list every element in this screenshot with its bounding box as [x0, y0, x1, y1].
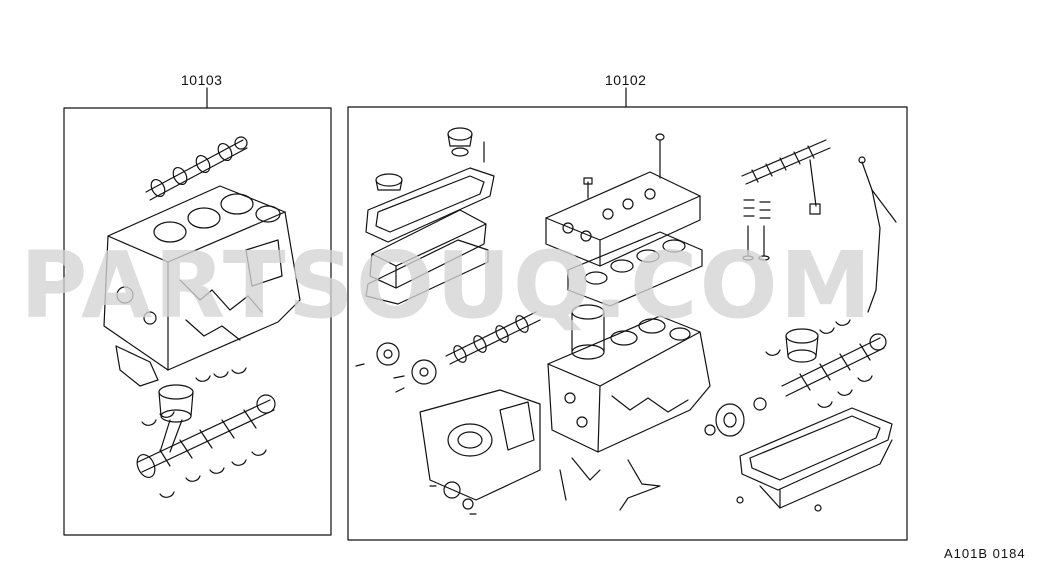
dipstick — [858, 156, 897, 313]
cylinder-liner — [571, 304, 605, 360]
camshaft-right — [445, 311, 541, 365]
crankshaft-left — [136, 394, 276, 478]
timing-cover — [419, 389, 541, 510]
head-gasket — [567, 231, 703, 307]
crank-pulley — [704, 397, 767, 437]
cylinder-block-left — [103, 185, 301, 387]
drawing-code: A101B 0184 — [944, 546, 1026, 561]
oil-pan — [736, 407, 893, 512]
piston-left — [158, 384, 194, 453]
cylinder-head — [545, 133, 701, 267]
valve-cover-gasket — [365, 167, 495, 243]
part-number-right-assembly[interactable]: 10102 — [605, 72, 647, 88]
left-assembly-frame — [63, 107, 332, 536]
right-assembly-frame — [347, 106, 908, 541]
bearings-left — [141, 367, 267, 498]
small-parts-bottom — [429, 457, 661, 515]
valves-springs — [742, 199, 771, 261]
camshaft-left — [145, 136, 248, 201]
rocker-arms — [741, 139, 831, 215]
valve-cover — [365, 209, 489, 305]
cylinder-block-right — [547, 315, 711, 453]
part-number-left-assembly[interactable]: 10103 — [181, 72, 223, 88]
piston-right — [765, 319, 873, 408]
crankshaft-right — [781, 333, 887, 397]
watermark: PARTSOUQ.COM — [20, 232, 874, 339]
timing-sprockets — [355, 342, 437, 393]
oil-filler-cap — [375, 127, 485, 191]
